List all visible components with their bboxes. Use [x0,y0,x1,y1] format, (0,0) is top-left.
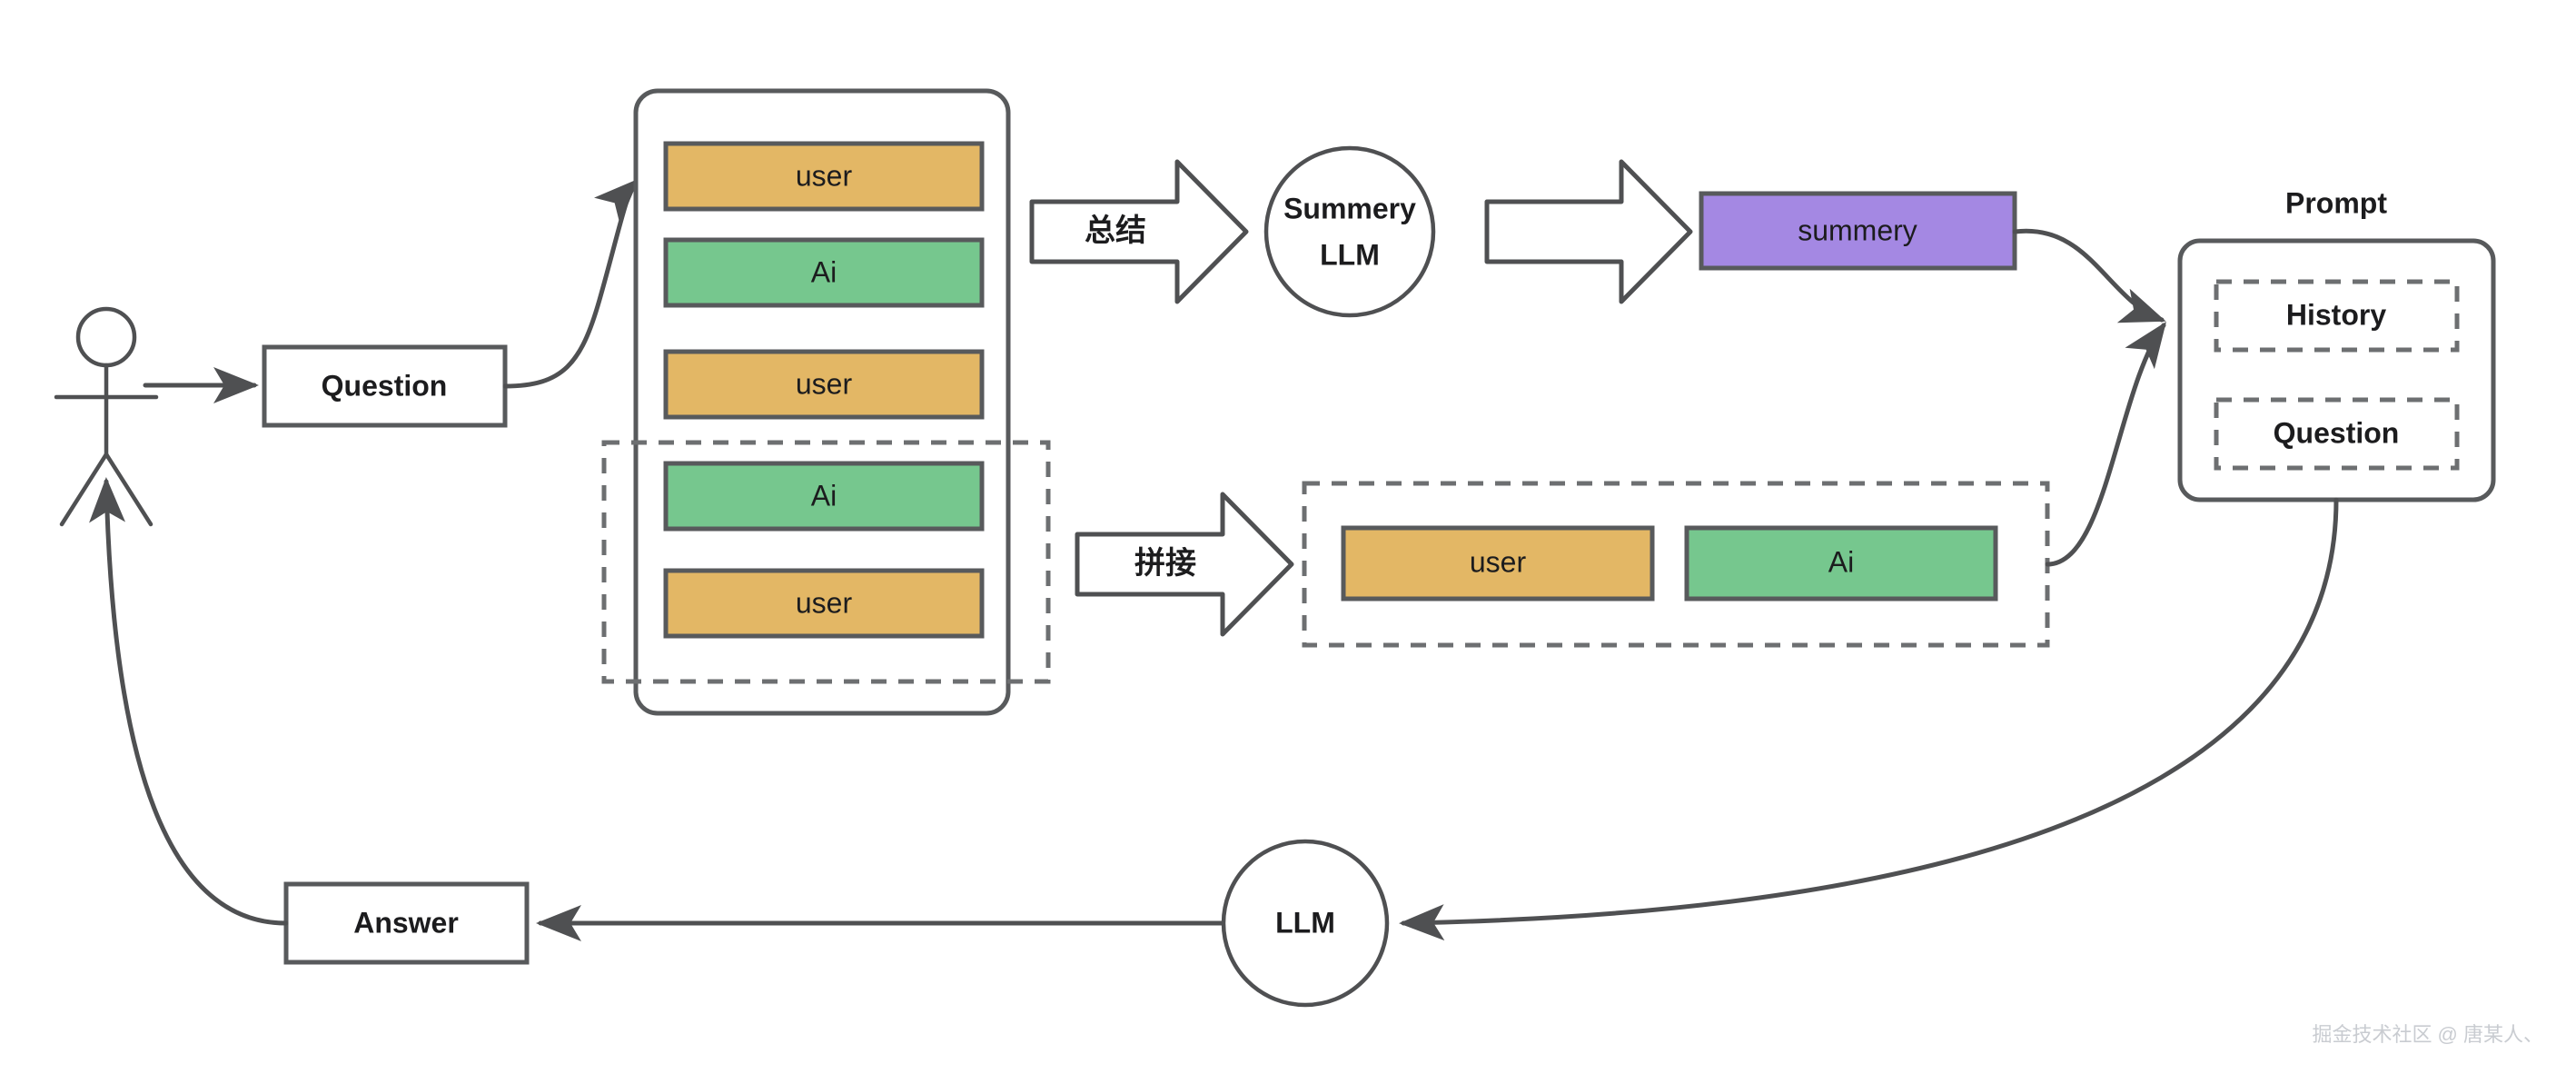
concat-block-arrow [1075,492,1294,637]
message-chip-4-label: user [796,586,853,619]
prompt-slot-question-box[interactable] [2214,397,2460,471]
user-actor [54,306,159,527]
question-input-label: Question [322,369,448,402]
message-chip-3[interactable] [663,461,985,532]
recent-pair-chip-0[interactable] [1341,525,1655,602]
summery-llm-label-line1: Summery [1283,192,1416,224]
answer-label: Answer [353,906,459,939]
transfer-block-arrow [1484,159,1693,304]
edge-answer-to-actor [89,477,289,926]
recent-pair-chip-0-label: user [1470,545,1527,578]
prompt-slot-history-label: History [2286,298,2386,331]
recent-pair-chip-1[interactable] [1684,525,1998,602]
message-chip-1[interactable] [663,237,985,308]
summery-llm-label-line2: LLM [1320,238,1380,271]
prompt-slot-question-label: Question [2274,416,2400,449]
concat-arrow-label: 拼接 [1134,546,1196,581]
message-chip-0-label: user [796,159,853,192]
prompt-title: Prompt [2285,186,2387,219]
summery-llm-circle[interactable] [1263,145,1436,318]
edge-prompt-to-llm [1399,497,2339,941]
recent-pair-chip-1-label: Ai [1828,545,1854,578]
message-chip-3-label: Ai [811,479,837,512]
message-chip-2[interactable] [663,349,985,420]
recent-selection-dashed-box [601,440,1051,684]
message-chip-0[interactable] [663,141,985,212]
watermark-label: 掘金技术社区 @ 唐某人、 [2312,1023,2543,1046]
summery-box[interactable] [1699,191,2017,271]
message-chip-4[interactable] [663,568,985,639]
edge-summery-to-prompt [2012,228,2166,323]
edge-recentpair-to-prompt [2045,321,2166,567]
message-chip-1-label: Ai [811,255,837,288]
summarize-block-arrow [1029,159,1249,304]
summarize-arrow-label: 总结 [1085,214,1146,248]
llm-label: LLM [1275,906,1335,939]
summery-box-label: summery [1798,214,1917,246]
prompt-slot-history-box[interactable] [2214,279,2460,353]
edge-question-to-history [502,178,639,389]
message-chip-2-label: user [796,367,853,400]
